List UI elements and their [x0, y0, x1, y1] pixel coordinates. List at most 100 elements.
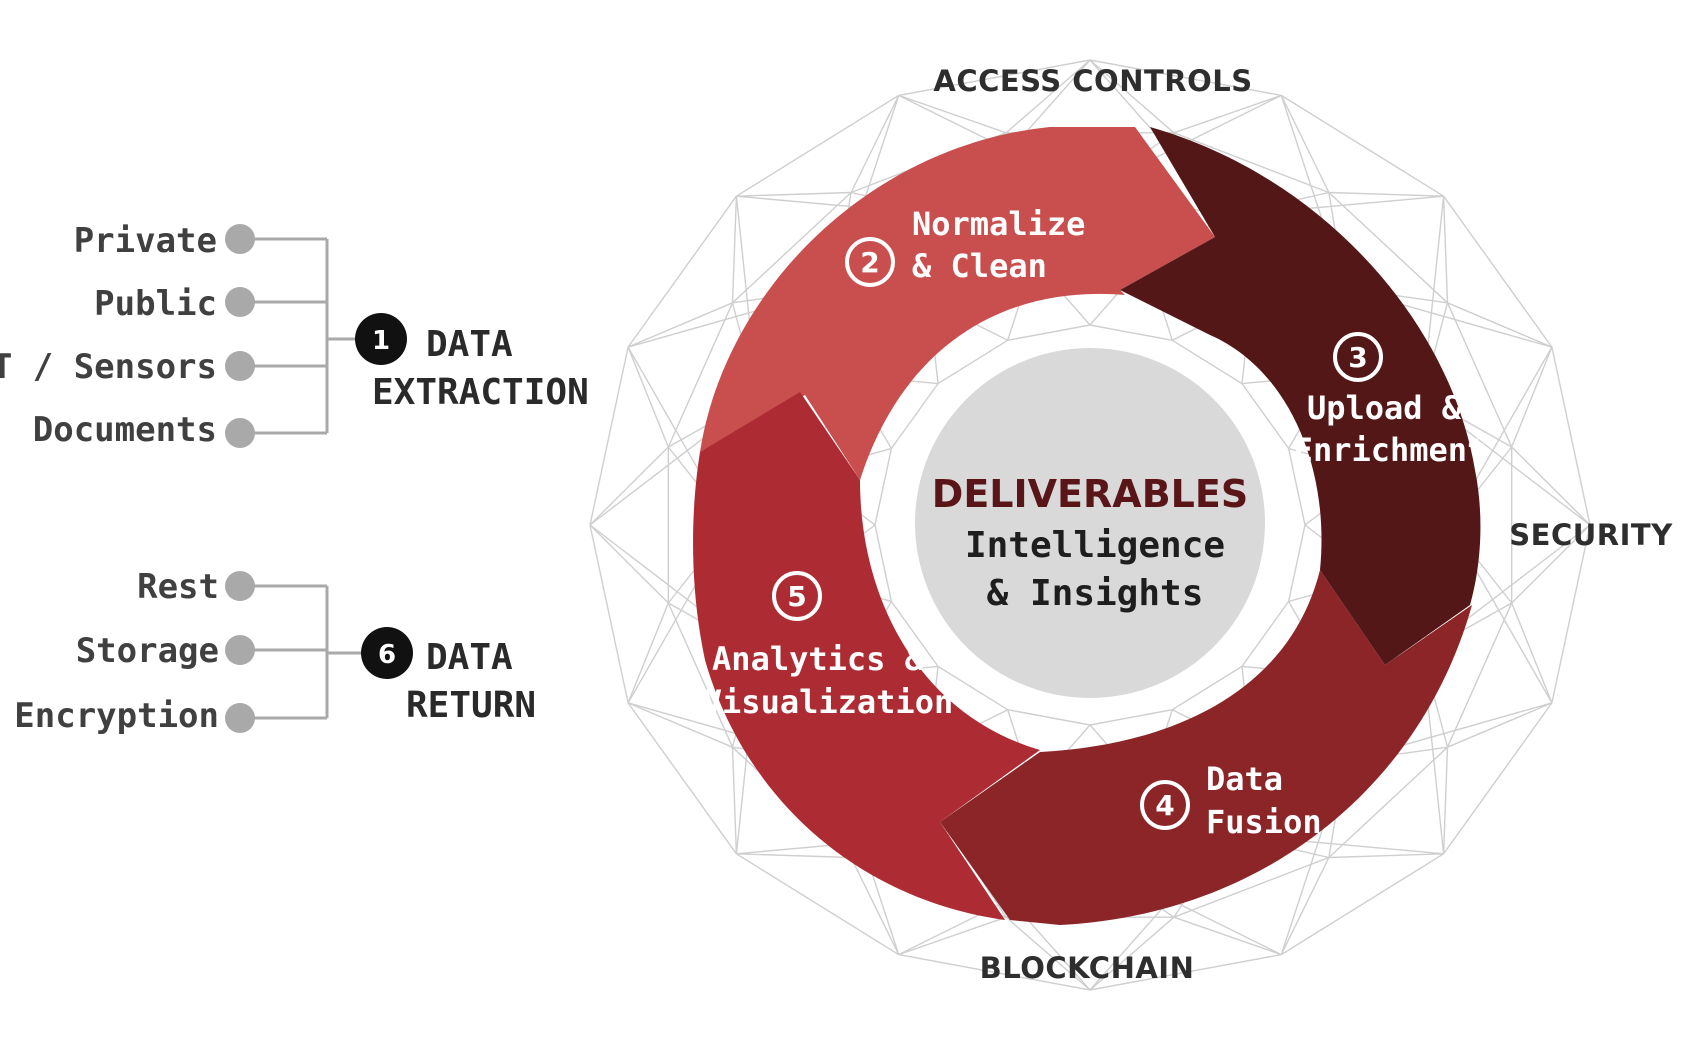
source-private: Private: [74, 221, 217, 261]
step-3-line-2: Enrichment: [1294, 431, 1487, 469]
extraction-node-dot: [225, 287, 255, 317]
return-title-line-1: DATA: [426, 637, 513, 678]
mesh-line: [850, 857, 900, 955]
mesh-line: [627, 702, 733, 748]
mesh-line: [1089, 709, 1173, 726]
step-4-number-ring: [1140, 780, 1190, 830]
mesh-line: [937, 665, 1009, 711]
mesh-line: [874, 448, 893, 526]
extraction-badge: [355, 313, 407, 365]
center-deliverables: DELIVERABLES Intelligence & Insights: [915, 348, 1265, 698]
step-2-line-1: Normalize: [912, 205, 1085, 243]
mesh-line: [731, 196, 738, 303]
mesh-line: [874, 524, 893, 602]
mesh-line: [1280, 857, 1330, 955]
step-4-line-1: Data: [1206, 760, 1283, 798]
mesh-line: [1511, 524, 1591, 604]
process-ring: [693, 127, 1481, 925]
mesh-line: [1007, 709, 1091, 726]
mesh-line: [1089, 59, 1175, 134]
mesh-line: [1089, 324, 1173, 341]
mesh-line: [1280, 853, 1444, 956]
mesh-line: [736, 191, 852, 197]
mesh-line: [1443, 195, 1553, 348]
mesh-line: [898, 916, 1007, 956]
mesh-line: [1446, 302, 1513, 448]
ring-segment-normalize: [700, 127, 1215, 480]
category-security: SECURITY: [1509, 518, 1673, 552]
mesh-line: [1443, 702, 1553, 855]
mesh-line: [898, 94, 1007, 134]
step-3-line-1: Upload &: [1307, 389, 1462, 427]
mesh-line: [890, 383, 939, 449]
mesh-line: [589, 524, 669, 604]
extraction-badge-number: 1: [372, 326, 390, 356]
mesh-line: [937, 339, 1009, 385]
mesh-line: [1173, 94, 1282, 134]
mesh-line: [898, 59, 1091, 97]
mesh-line: [1287, 448, 1306, 526]
mesh-line: [1511, 602, 1553, 704]
ring-segment-upload: [1120, 127, 1481, 665]
extraction-title-line-2: EXTRACTION: [372, 372, 589, 413]
data-extraction-group: Private Public IOT / Sensors Documents 1…: [0, 221, 589, 450]
return-connectors: [225, 571, 365, 733]
category-access-controls: ACCESS CONTROLS: [933, 64, 1252, 98]
step-2-number: 2: [860, 246, 879, 279]
mesh-line: [898, 953, 1091, 991]
extraction-node-dot: [225, 418, 255, 448]
ring-segment-fusion: [940, 570, 1472, 925]
category-blockchain: BLOCKCHAIN: [980, 951, 1195, 985]
mesh-line: [1173, 916, 1282, 956]
mesh-line: [1171, 665, 1243, 711]
ring-segment-analytics: [693, 392, 1040, 920]
center-line-2: & Insights: [987, 573, 1204, 614]
source-iot-sensors: IOT / Sensors: [0, 347, 217, 387]
step-4-line-2: Fusion: [1206, 803, 1322, 841]
mesh-line: [1511, 346, 1553, 448]
step-5-line-2: Visualization: [703, 683, 953, 721]
mesh-line: [736, 94, 900, 197]
mesh-line: [1241, 601, 1290, 667]
mesh-line: [1447, 702, 1553, 748]
mesh-line: [1089, 953, 1282, 991]
mesh-line: [1089, 59, 1282, 97]
step-5-line-1: Analytics &: [712, 640, 925, 678]
mesh-line: [1005, 916, 1091, 991]
mesh-line: [1447, 302, 1553, 348]
mesh-line: [1280, 95, 1330, 193]
mesh-line: [1551, 346, 1591, 526]
step-4-number: 4: [1155, 789, 1174, 822]
mesh-line: [1446, 602, 1513, 748]
step-2-line-2: & Clean: [912, 247, 1047, 285]
mesh-line: [1173, 132, 1330, 194]
return-node-dot: [225, 703, 255, 733]
mesh-line: [1241, 383, 1290, 449]
mesh-line: [736, 853, 852, 859]
mesh-line: [1328, 191, 1448, 304]
mesh-line: [627, 602, 669, 704]
center-title: DELIVERABLES: [932, 472, 1248, 516]
mesh-line: [1328, 853, 1444, 859]
mesh-line: [1089, 916, 1175, 991]
step-5-number-ring: [772, 571, 822, 621]
mesh-line: [627, 702, 737, 855]
mesh-line: [627, 346, 669, 448]
extraction-title-line-1: DATA: [426, 324, 513, 365]
mesh-line: [627, 195, 737, 348]
target-rest: Rest: [137, 567, 219, 607]
step-3-number: 3: [1348, 341, 1367, 374]
mesh-line: [589, 346, 629, 526]
target-storage: Storage: [76, 631, 219, 671]
mesh-line: [731, 747, 738, 854]
extraction-node-dot: [225, 224, 255, 254]
mesh-line: [667, 602, 734, 748]
mesh-line: [589, 524, 629, 704]
extraction-node-dot: [225, 351, 255, 381]
source-documents: Documents: [33, 410, 217, 450]
mesh-line: [1007, 324, 1091, 341]
mesh-line: [1511, 446, 1591, 526]
data-return-group: Rest Storage Encryption 6 DATA RETURN: [14, 567, 536, 736]
